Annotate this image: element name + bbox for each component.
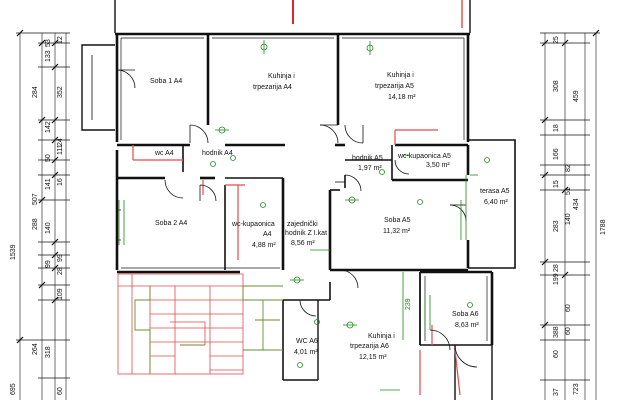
room-kuhinja-a4-name-2: trpezarija A4 — [253, 84, 292, 91]
dim-142: 142 — [45, 121, 52, 133]
fixtures — [210, 40, 490, 391]
dim-141: 141 — [45, 178, 52, 190]
dim-264: 264 — [32, 343, 39, 355]
dim-50: 50 — [45, 154, 52, 162]
stair-annotations — [134, 285, 283, 374]
electrical-red — [132, 129, 461, 396]
room-kuhinja-a4-name: Kuhinja i — [268, 73, 295, 80]
dim-28r: 28 — [553, 264, 560, 272]
dim-283: 283 — [553, 220, 560, 232]
room-zaj-area: 8,56 m² — [291, 240, 315, 247]
room-wc-kup-a5-area: 3,50 m² — [426, 162, 450, 169]
room-wc-kup-a4-area: 4,88 m² — [252, 242, 276, 249]
room-soba-a6-area: 8,63 m² — [455, 322, 479, 329]
dim-288: 288 — [32, 218, 39, 230]
room-labels: Soba 1 A4 Kuhinja i trpezarija A4 Kuhinj… — [150, 72, 510, 361]
walls — [81, 32, 516, 400]
dim-133: 133 — [45, 50, 52, 62]
room-hodnik-a4-name: hodnik A4 — [202, 150, 233, 157]
dim-695: 695 — [10, 383, 17, 395]
room-kuhinja-a5-name-2: trpezarija A5 — [375, 83, 414, 90]
room-terasa-a5-area: 6,40 m² — [484, 199, 508, 206]
dim-459: 459 — [573, 90, 580, 102]
dim-25: 25 — [553, 36, 560, 44]
dim-109: 109 — [57, 288, 64, 300]
right-dimension-ticks — [541, 29, 600, 329]
wall-inner-lines — [120, 37, 488, 341]
room-zaj-name: zajednički — [287, 221, 318, 228]
right-dimension-labels: 1788 459 434 723 308 166 283 199 388 60 … — [553, 36, 607, 396]
dim-60a: 60 — [553, 350, 560, 358]
dim-166: 166 — [553, 148, 560, 160]
dim-140r: 140 — [565, 213, 572, 225]
dim-1539: 1539 — [10, 244, 17, 260]
right-dimension-chain — [540, 32, 600, 400]
left-dimension-ticks — [16, 29, 59, 344]
room-kuh-a6-area: 12,15 m² — [359, 354, 387, 361]
windows — [118, 175, 467, 330]
room-soba2-name: Soba 2 A4 — [155, 220, 187, 227]
room-kuh-a6-name-2: trpezarija A6 — [350, 343, 389, 350]
dim-82: 82 — [565, 164, 572, 172]
room-wc-kup-a4-name: wc-kupaonica — [231, 221, 275, 228]
dim-24: 24 — [57, 138, 64, 146]
dim-12a: 12 — [57, 36, 64, 44]
dim-1788: 1788 — [600, 219, 607, 235]
room-soba-a5-name: Soba A5 — [384, 217, 411, 224]
room-zaj-name-2: hodnik Z I.kat — [285, 230, 327, 237]
room-hodnik-a5-name: hodnik A5 — [352, 155, 383, 162]
dim-308: 308 — [553, 80, 560, 92]
dim-140: 140 — [45, 222, 52, 234]
dim-18: 18 — [553, 124, 560, 132]
dim-99: 99 — [45, 260, 52, 268]
room-soba-a5-area: 11,32 m² — [383, 228, 411, 235]
dim-388: 388 — [553, 326, 560, 338]
dim-284: 284 — [32, 86, 39, 98]
room-wc-kup-a4-name-2: A4 — [263, 231, 272, 238]
dim-28: 28 — [57, 267, 64, 275]
dim-507: 507 — [32, 193, 39, 205]
dim-352: 352 — [57, 86, 64, 98]
dim-199: 199 — [553, 273, 560, 285]
dim-15: 15 — [553, 180, 560, 188]
dim-51: 51 — [565, 187, 572, 195]
staircase — [117, 273, 244, 375]
dim-239: 239 — [405, 298, 412, 310]
dim-37: 37 — [553, 388, 560, 396]
dim-111: 111 — [57, 144, 64, 155]
dim-60c: 60 — [565, 304, 572, 312]
corridor-dimension: 239 — [402, 272, 412, 340]
dim-318: 318 — [45, 346, 52, 358]
room-terasa-a5-name: terasa A5 — [480, 188, 510, 195]
dim-434: 434 — [573, 198, 580, 210]
doors — [116, 69, 478, 368]
left-dimension-labels: 1539 695 284 507 288 264 53 133 352 142 … — [10, 36, 64, 395]
room-hodnik-a5-area: 1,97 m² — [358, 165, 382, 172]
room-wc-a6-name: WC A6 — [296, 338, 318, 345]
room-wc-a4-name: wc A4 — [154, 150, 174, 157]
room-soba1-name: Soba 1 A4 — [150, 78, 182, 85]
room-soba-a6-name: Soba A6 — [452, 311, 479, 318]
room-wc-a6-area: 4,01 m² — [294, 349, 318, 356]
room-wc-kup-a5-name: wc-kupaonica A5 — [397, 153, 451, 160]
dim-60b: 60 — [565, 327, 572, 335]
dim-60: 60 — [57, 387, 64, 395]
dim-723: 723 — [573, 383, 580, 395]
top-structure — [114, 0, 471, 33]
dim-53: 53 — [45, 39, 52, 47]
dim-16: 16 — [57, 178, 64, 186]
room-kuh-a6-name: Kuhinja i — [368, 333, 395, 340]
room-kuhinja-a5-name: Kuhinja i — [387, 72, 414, 79]
room-kuhinja-a5-area: 14,18 m² — [388, 94, 416, 101]
dim-99b: 99 — [57, 254, 64, 262]
left-dimension-chain — [16, 32, 70, 400]
